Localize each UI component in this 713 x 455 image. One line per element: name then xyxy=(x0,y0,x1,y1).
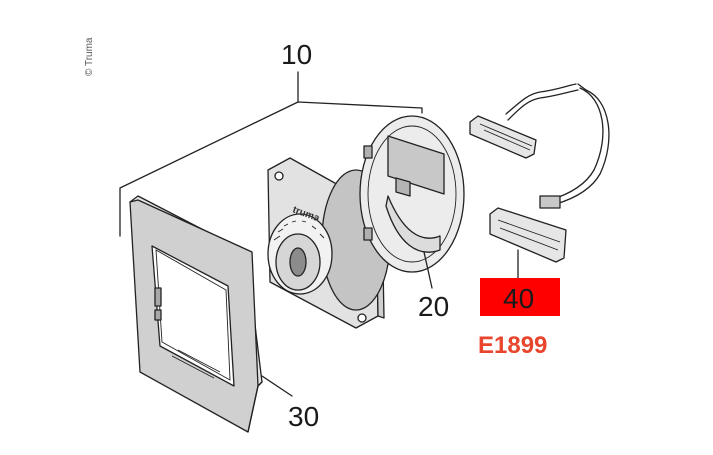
rear-plate-part-20 xyxy=(359,115,465,273)
label-10: 10 xyxy=(281,39,312,70)
label-20: 20 xyxy=(418,291,449,322)
label-30: 30 xyxy=(288,401,319,432)
leader-20 xyxy=(423,251,433,289)
copyright-text: © Truma xyxy=(84,37,95,76)
leader-30 xyxy=(261,375,293,397)
frame-part-30 xyxy=(129,195,263,433)
bracket-10 xyxy=(119,71,423,237)
part-40-highlight xyxy=(480,278,560,316)
label-40: 40 xyxy=(503,283,534,314)
cable-part-40 xyxy=(469,83,610,263)
part-code-e1899: E1899 xyxy=(478,332,547,359)
